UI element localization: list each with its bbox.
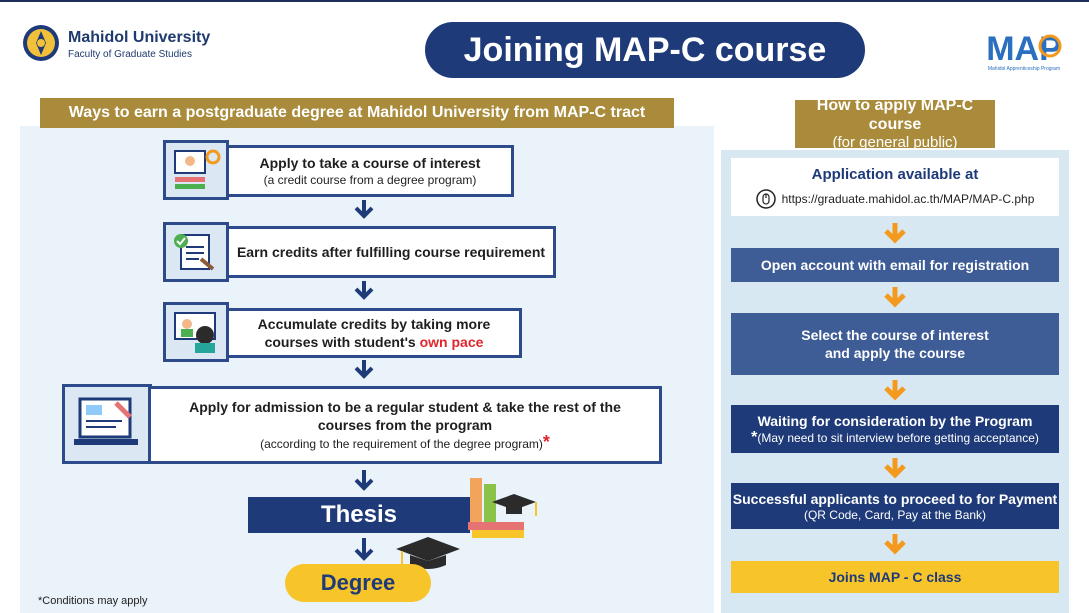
arrow-down-orange-icon bbox=[884, 380, 906, 401]
left-heading: Ways to earn a postgraduate degree at Ma… bbox=[40, 98, 674, 128]
right-heading-title: How to apply MAP-C course bbox=[816, 97, 974, 133]
university-name: Mahidol University bbox=[68, 29, 211, 46]
step-apply-course-title: Apply to take a course of interest bbox=[259, 155, 481, 171]
step-payment: Successful applicants to proceed to for … bbox=[731, 483, 1059, 529]
condition-star: * bbox=[542, 432, 550, 452]
books-icon bbox=[468, 478, 537, 538]
step-join-class: Joins MAP - C class bbox=[731, 561, 1059, 593]
step-apply-course: Apply to take a course of interest (a cr… bbox=[226, 145, 514, 197]
map-logo-caption: Mahidol Apprenticeship Program bbox=[987, 66, 1061, 72]
step-accumulate-line1: Accumulate credits by taking more bbox=[257, 316, 491, 332]
arrow-down-orange-icon bbox=[884, 458, 906, 479]
step-accumulate-credits: Accumulate credits by taking more course… bbox=[226, 308, 522, 358]
map-logo: MAP Mahidol Apprenticeship Program bbox=[978, 24, 1070, 76]
step-earn-credits: Earn credits after fulfilling course req… bbox=[226, 226, 556, 278]
application-url-row: https://graduate.mahidol.ac.th/MAP/MAP-C… bbox=[731, 189, 1059, 209]
own-pace-highlight: own pace bbox=[419, 334, 484, 350]
mouse-icon bbox=[755, 189, 776, 209]
step-apply-course-sub: (a credit course from a degree program) bbox=[263, 173, 477, 187]
arrow-down-icon bbox=[354, 538, 374, 561]
step-payment-title: Successful applicants to proceed to for … bbox=[732, 490, 1058, 507]
online-course-icon bbox=[174, 149, 221, 189]
step-open-account: Open account with email for registration bbox=[731, 248, 1059, 282]
certificate-icon bbox=[174, 234, 215, 271]
right-heading-subtitle: (for general public) bbox=[832, 134, 958, 151]
step-select-course: Select the course of interest and apply … bbox=[731, 313, 1059, 375]
credits-icon-box bbox=[163, 222, 229, 282]
top-border bbox=[0, 0, 1089, 2]
university-seal-icon bbox=[23, 25, 59, 61]
application-title: Application available at bbox=[811, 166, 979, 183]
admission-icon-box bbox=[62, 384, 152, 464]
accumulate-icon-box bbox=[163, 302, 229, 362]
arrow-down-orange-icon bbox=[884, 287, 906, 308]
page-title: Joining MAP-C course bbox=[425, 22, 865, 78]
step-apply-admission-note: (according to the requirement of the deg… bbox=[260, 437, 543, 451]
step-select-course-line2: and apply the course bbox=[824, 345, 966, 361]
step-waiting-note: *(May need to sit interview before getti… bbox=[751, 430, 1039, 446]
step-select-course-line1: Select the course of interest bbox=[801, 327, 989, 343]
admission-laptop-icon bbox=[74, 397, 138, 445]
step-payment-sub: (QR Code, Card, Pay at the Bank) bbox=[803, 507, 987, 522]
right-heading: How to apply MAP-C course (for general p… bbox=[795, 97, 995, 151]
application-url-link[interactable]: https://graduate.mahidol.ac.th/MAP/MAP-C… bbox=[781, 192, 1035, 206]
thesis-box: Thesis bbox=[248, 497, 470, 533]
step-waiting-sub: (May need to sit interview before gettin… bbox=[757, 431, 1039, 445]
step-waiting-consideration: Waiting for consideration by the Program… bbox=[731, 405, 1059, 453]
arrow-down-icon bbox=[354, 200, 374, 219]
step-earn-credits-title: Earn credits after fulfilling course req… bbox=[236, 244, 546, 260]
step-apply-admission-sub: (according to the requirement of the deg… bbox=[260, 432, 550, 452]
arrow-down-icon bbox=[354, 360, 374, 379]
arrow-down-orange-icon bbox=[884, 534, 906, 555]
map-logo-icon: MAP bbox=[986, 30, 1062, 68]
step-accumulate-line2: courses with student's own pace bbox=[265, 333, 484, 351]
degree-badge: Degree bbox=[285, 564, 431, 602]
step-waiting-title: Waiting for consideration by the Program bbox=[757, 413, 1033, 429]
course-icon-box bbox=[163, 140, 229, 200]
arrow-down-orange-icon bbox=[884, 223, 906, 244]
arrow-down-icon bbox=[354, 470, 374, 491]
conditions-note: *Conditions may apply bbox=[38, 595, 148, 607]
step-apply-admission-title: Apply for admission to be a regular stud… bbox=[189, 399, 621, 433]
header: Mahidol University Faculty of Graduate S… bbox=[0, 2, 1089, 92]
step-open-account-text: Open account with email for registration bbox=[760, 257, 1030, 273]
step-apply-admission: Apply for admission to be a regular stud… bbox=[148, 386, 662, 464]
faculty-name: Faculty of Graduate Studies bbox=[68, 49, 192, 60]
student-laptop-icon bbox=[174, 312, 216, 353]
application-box: Application available at https://graduat… bbox=[731, 158, 1059, 216]
arrow-down-icon bbox=[354, 281, 374, 300]
interview-star: * bbox=[751, 429, 758, 446]
step-accumulate-line2a: courses with student's bbox=[264, 334, 420, 350]
